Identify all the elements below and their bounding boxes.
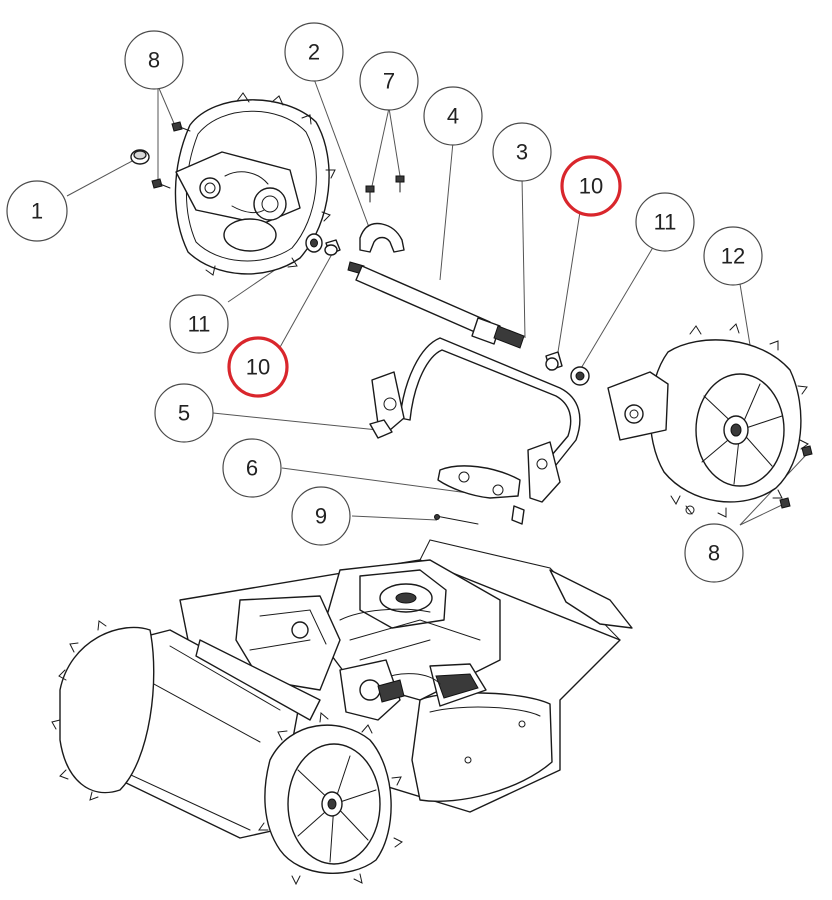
svg-text:2: 2 [308,40,320,65]
callout-3: 3 [492,122,552,182]
part-bolts-right [685,445,813,515]
svg-text:8: 8 [708,541,720,566]
left-wheel [174,92,336,276]
callout-9: 9 [291,486,351,546]
part-washer-right [570,366,590,386]
callout-1: 1 [6,180,68,242]
svg-text:11: 11 [188,312,211,337]
part-bushing-left [324,239,341,256]
svg-text:12: 12 [721,244,745,269]
svg-text:1: 1 [31,199,43,224]
part-bolts-pair [365,175,405,203]
part-bolts-left [151,121,191,189]
mower-body [51,539,633,886]
svg-text:10: 10 [246,355,270,380]
svg-text:3: 3 [516,140,528,165]
part-washer-left [305,233,323,253]
svg-text:5: 5 [178,401,190,426]
svg-text:6: 6 [246,456,258,481]
callout-11-right: 11 [635,192,695,252]
part-bushing-right [545,351,563,371]
callout-10-highlighted-upper: 10 [560,155,622,217]
part-axle [347,261,525,349]
svg-text:11: 11 [654,210,677,235]
leader-lines [66,78,807,526]
right-wheel [607,323,809,518]
callout-10-highlighted-lower: 10 [227,336,289,398]
callout-8-left: 8 [124,30,184,90]
part-cap [130,149,150,165]
svg-text:9: 9 [315,504,327,529]
callouts: 1 2 3 4 5 6 7 8 8 9 10 1 [6,22,763,583]
svg-text:4: 4 [447,104,459,129]
callout-12: 12 [703,226,763,286]
callout-8-right: 8 [684,523,744,583]
callout-2: 2 [284,22,344,82]
callout-11-left: 11 [169,294,229,354]
svg-text:7: 7 [383,69,395,94]
svg-text:10: 10 [579,174,603,199]
part-handle-frame [369,337,581,525]
callout-7: 7 [359,51,419,111]
part-clamp [359,222,405,253]
callout-6: 6 [222,438,282,498]
callout-4: 4 [423,86,483,146]
svg-text:8: 8 [148,48,160,73]
callout-5: 5 [154,383,214,443]
